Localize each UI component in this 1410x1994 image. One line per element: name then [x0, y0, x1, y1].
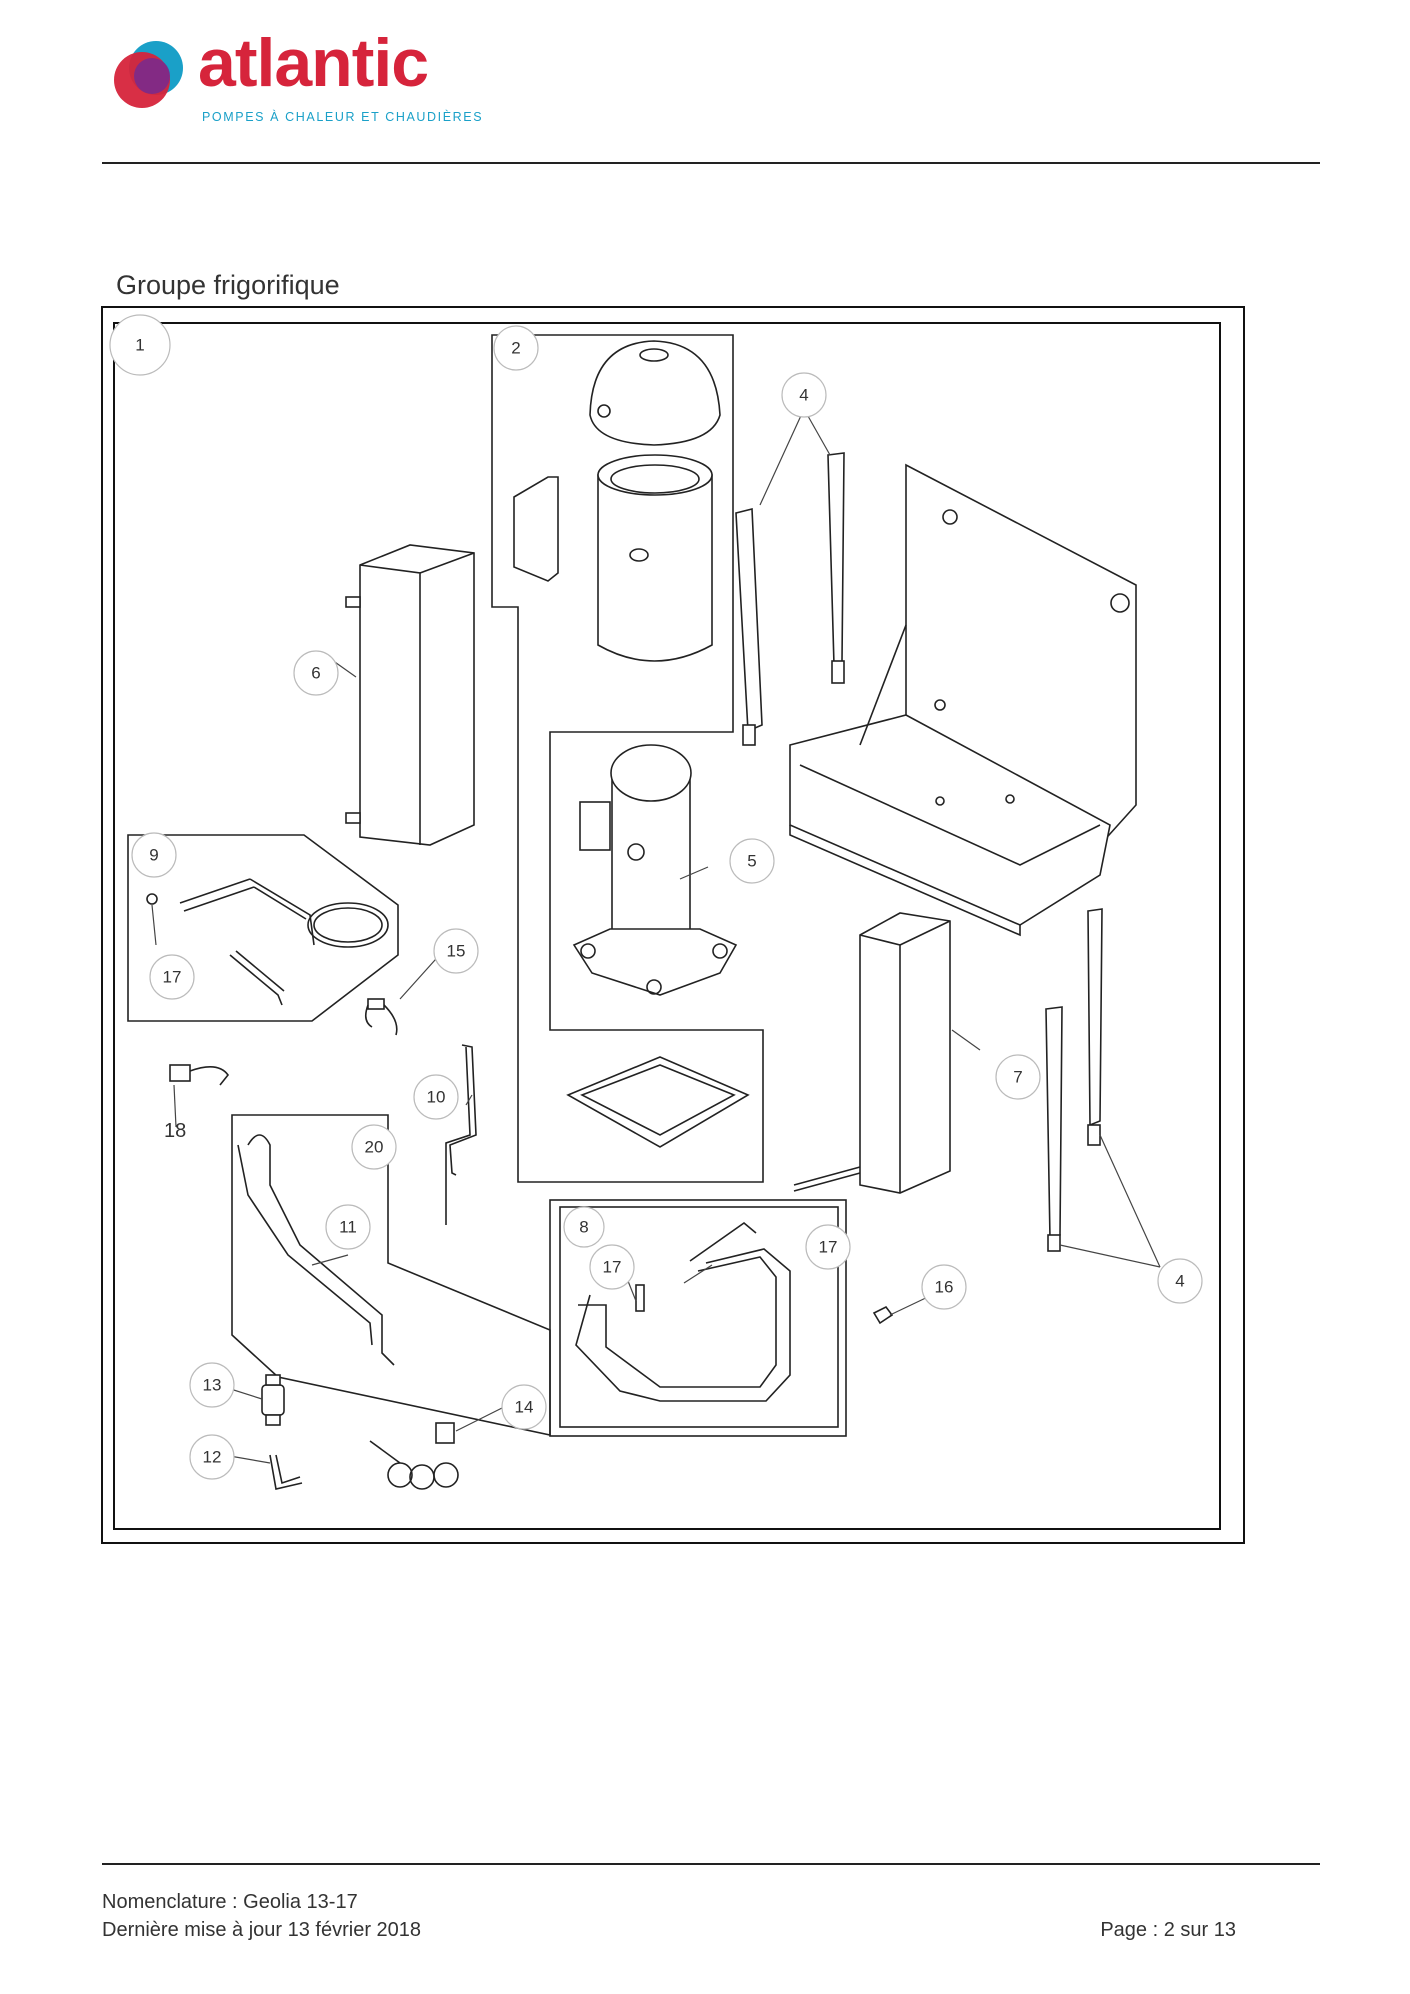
svg-text:4: 4 — [799, 386, 808, 405]
callout-16: 16 — [921, 1264, 967, 1310]
svg-text:1: 1 — [135, 336, 144, 355]
svg-text:11: 11 — [339, 1218, 357, 1237]
svg-text:17: 17 — [163, 968, 182, 987]
callout-9: 9 — [131, 832, 177, 878]
header-divider — [102, 162, 1320, 164]
inner-frame — [113, 322, 1221, 1530]
part-4-straps-lower — [1045, 908, 1103, 1252]
callout-2: 2 — [493, 325, 539, 371]
part-13-filter — [261, 1374, 285, 1426]
svg-text:17: 17 — [819, 1238, 838, 1257]
callout-6: 6 — [293, 650, 339, 696]
part-1-chassis — [789, 463, 1137, 937]
group-8-inner — [559, 1206, 839, 1428]
svg-text:15: 15 — [447, 942, 466, 961]
label-18: 18 — [164, 1120, 186, 1142]
part-17-fitting — [635, 1284, 645, 1312]
svg-text:17: 17 — [603, 1258, 622, 1277]
svg-text:6: 6 — [311, 664, 320, 683]
svg-text:20: 20 — [365, 1138, 384, 1157]
part-16-fitting — [872, 1305, 894, 1325]
part-2-jacket — [597, 454, 713, 662]
part-12-elbow — [269, 1454, 303, 1490]
footer-nomenclature: Nomenclature : Geolia 13-17 — [102, 1891, 358, 1913]
part-15-sensor — [364, 998, 398, 1036]
brand-tagline: POMPES À CHALEUR ET CHAUDIÈRES — [202, 110, 484, 124]
callout-1: 1 — [109, 314, 171, 376]
callout-13: 13 — [189, 1362, 235, 1408]
brand-logo: atlantic POMPES À CHALEUR ET CHAUDIÈRES — [112, 25, 492, 130]
part-2-dome — [589, 340, 721, 446]
callout-12: 12 — [189, 1434, 235, 1480]
part-18-valve — [169, 1064, 230, 1086]
group-2-outline — [491, 334, 764, 1183]
svg-text:8: 8 — [579, 1218, 588, 1237]
part-8-pipe — [575, 1221, 791, 1402]
svg-text:10: 10 — [427, 1088, 446, 1107]
callout-14: 14 — [501, 1384, 547, 1430]
page-number: Page : 2 sur 13 — [1100, 1919, 1236, 1941]
callout-11: 11 — [325, 1204, 371, 1250]
part-6-exchanger — [345, 544, 475, 846]
callout-7: 7 — [995, 1054, 1041, 1100]
callout-4-upper: 4 — [781, 372, 827, 418]
svg-text:14: 14 — [515, 1398, 534, 1417]
callout-10: 10 — [413, 1074, 459, 1120]
svg-text:7: 7 — [1013, 1068, 1022, 1087]
group-9-outline — [127, 834, 399, 1022]
part-10-pipe — [445, 1044, 477, 1225]
part-7-exchanger — [793, 912, 951, 1194]
part-5-base — [566, 1056, 750, 1148]
callout-5: 5 — [729, 838, 775, 884]
part-2-clamp — [513, 476, 559, 582]
svg-text:9: 9 — [149, 846, 158, 865]
callout-17-left: 17 — [149, 954, 195, 1000]
callout-17-right: 17 — [805, 1224, 851, 1270]
part-4-straps-upper — [735, 452, 845, 746]
svg-text:4: 4 — [1175, 1272, 1184, 1291]
svg-text:2: 2 — [511, 339, 520, 358]
callout-4-lower: 4 — [1157, 1258, 1203, 1304]
footer-divider — [102, 1863, 1320, 1865]
svg-text:16: 16 — [935, 1278, 954, 1297]
callout-8: 8 — [563, 1206, 605, 1248]
part-14-pressostat — [369, 1422, 459, 1490]
group-8-outer — [549, 1199, 847, 1437]
footer-updated: Dernière mise à jour 13 février 2018 — [102, 1919, 422, 1941]
svg-text:12: 12 — [203, 1448, 222, 1467]
part-5-compressor — [572, 744, 738, 996]
svg-text:13: 13 — [203, 1376, 222, 1395]
callout-20: 20 — [351, 1124, 397, 1170]
logo-mark-icon — [114, 41, 183, 108]
svg-text:5: 5 — [747, 852, 756, 871]
exploded-parts-diagram: 1 2 4 6 5 9 17 15 10 20 7 8 17 17 11 16 … — [101, 306, 1245, 1544]
part-9-pipe — [146, 878, 389, 1006]
callout-17-center: 17 — [589, 1244, 635, 1290]
brand-name: atlantic — [198, 25, 429, 101]
leader-lines — [151, 408, 1161, 1464]
part-11-pipe — [237, 1134, 395, 1366]
section-title: Groupe frigorifique — [116, 270, 340, 300]
outer-frame — [101, 306, 1245, 1544]
callout-15: 15 — [433, 928, 479, 974]
